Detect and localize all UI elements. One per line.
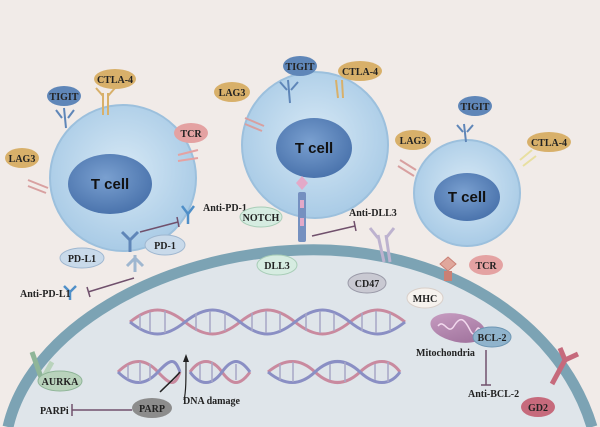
ctla4-left-label: CTLA-4 [97,75,133,86]
pdl1-ligand-icon [125,255,145,272]
t-cell-right-label: T cell [448,189,486,206]
tigit-right-label: TIGIT [461,102,490,113]
anti-dll3-inhibition-line [311,225,356,237]
tumor-cell-cytoplasm [8,249,592,427]
tcr-left-label: TCR [180,129,202,140]
cd47-receptor-icon [368,227,396,263]
t-cell-left: T cell [49,104,197,252]
lag3-right-label: LAG3 [400,136,427,147]
dna-helix-top-icon [129,308,406,336]
notch-dll3-complex-icon [298,192,306,242]
tumor-cell-membrane [2,244,598,427]
cd47-label: CD47 [355,279,379,290]
t-cell-left-nucleus [68,154,152,214]
t-cell-center-label: T cell [295,140,333,157]
anti-pd1-label: Anti-PD-1 [203,203,247,214]
pd1-badge [144,234,186,256]
dna-damage-arrow [183,359,187,401]
lag3-right-receptor-icon [397,159,417,177]
t-cell-right: T cell [413,139,521,247]
anti-bcl2-label: Anti-BCL-2 [468,389,519,400]
pdl1-label: PD-L1 [68,254,96,265]
dna-damage-arrowhead [183,354,189,362]
ctla4-right-label: CTLA-4 [531,138,567,149]
dna-helix-right-icon [267,360,402,384]
gd2-badge [521,397,555,417]
anti-pd1-inhibition-bar [176,216,180,228]
notch-label: NOTCH [243,213,280,224]
notch-ligand-diamond [296,176,308,190]
bcl2-badge [472,326,512,348]
tcr-right-badge [469,255,503,275]
aurka-badge [37,370,83,392]
pd1-label: PD-1 [154,241,176,252]
anti-pd1-inhibition-line [139,221,179,233]
aurka-label: AURKA [42,377,79,388]
parpi-label: PARPi [40,406,69,417]
dna-helix-damaged-icon [116,360,252,384]
tigit-right-receptor-icon [456,123,474,143]
ctla4-center-receptor-icon [335,79,344,99]
t-cell-right-nucleus [434,173,500,221]
anti-pdl1-inhibition-bar [86,286,91,298]
lag3-left-receptor-icon [27,179,49,194]
anti-dll3-label: Anti-DLL3 [349,208,397,219]
cd47-badge [347,272,387,294]
mhc-badge [406,287,444,309]
anti-pd1-antibody-icon [181,205,195,224]
t-cell-left-label: T cell [91,176,129,193]
ctla4-center-badge [338,61,382,81]
dll3-label: DLL3 [264,261,290,272]
mhc-label: MHC [413,294,437,305]
parp-to-dna-arrow [159,371,181,393]
pdl1-badge [59,247,105,269]
mhc-complex-icon [444,271,452,281]
tcr-right-label: TCR [475,261,497,272]
anti-pdl1-antibody-icon [63,285,77,300]
parp-label: PARP [139,404,165,415]
ctla4-center-label: CTLA-4 [342,67,378,78]
mitochondria-label: Mitochondria [416,348,475,359]
tigit-right-badge [458,96,492,116]
tigit-center-receptor-icon [279,79,299,104]
gd2-receptor-icon [549,347,580,386]
ctla4-right-badge [527,132,571,152]
dna-helix-rungs-top [139,311,391,333]
parp-badge [132,398,172,418]
dll3-badge [256,254,298,276]
t-cell-center: T cell [241,71,389,219]
t-cell-center-nucleus [276,118,352,178]
lag3-center-badge [214,82,250,102]
dna-helix-rungs-bottom [127,362,389,382]
lag3-left-badge [5,148,39,168]
notch-badge [239,206,283,228]
lag3-left-label: LAG3 [9,154,36,165]
tigit-left-receptor-icon [55,107,75,129]
notch-segment-2 [300,218,304,226]
ctla4-left-badge [94,69,136,89]
pd1-receptor-icon [120,230,140,252]
ctla4-right-receptor-icon [519,149,537,167]
lag3-center-label: LAG3 [219,88,246,99]
lag3-center-receptor-icon [244,117,265,132]
tigit-center-badge [283,56,317,76]
tcr-left-receptor-icon [177,149,199,162]
tigit-left-badge [47,86,81,106]
anti-dll3-inhibition-bar [353,220,357,232]
anti-pdl1-label: Anti-PD-L1 [20,289,71,300]
anti-pdl1-inhibition-line [87,277,135,293]
tcr-left-badge [174,123,208,143]
mitochondria-icon [430,313,486,343]
dna-damage-label: DNA damage [183,396,241,407]
notch-segment-1 [300,200,304,208]
tigit-center-label: TIGIT [286,62,315,73]
ctla4-left-receptor-icon [95,87,116,115]
bcl2-label: BCL-2 [478,333,507,344]
lag3-right-badge [395,130,431,150]
tigit-left-label: TIGIT [50,92,79,103]
gd2-label: GD2 [528,403,548,414]
